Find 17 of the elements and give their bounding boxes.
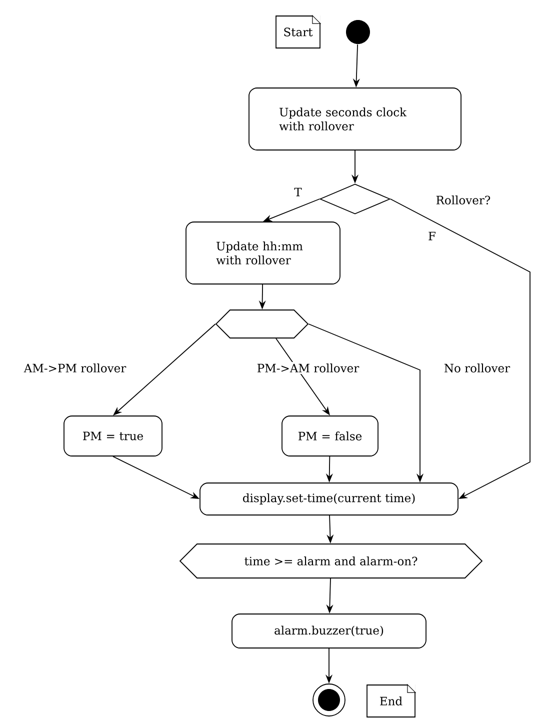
- edge-label: F: [426, 230, 438, 242]
- action-box: Update seconds clock with rollover: [248, 88, 462, 150]
- decision-hexagon: time >= alarm and alarm-on?: [179, 544, 483, 578]
- edge-label: No rollover: [442, 362, 512, 374]
- merge-hexagon: [215, 310, 309, 338]
- action-box: display.set-time(current time): [200, 482, 458, 516]
- action-box: PM = true: [64, 416, 162, 456]
- end-bullseye: [312, 684, 346, 716]
- action-box: alarm.buzzer(true): [232, 614, 426, 648]
- arrow: [390, 198, 530, 499]
- action-box: Update hh:mm with rollover: [186, 222, 340, 284]
- start-dot: [346, 20, 370, 44]
- action-box: PM = false: [282, 416, 378, 456]
- edge-label: T: [292, 186, 304, 198]
- edge-label: AM->PM rollover: [22, 362, 128, 374]
- edge-label: PM->AM rollover: [255, 362, 361, 374]
- decision-label: Rollover?: [436, 196, 490, 204]
